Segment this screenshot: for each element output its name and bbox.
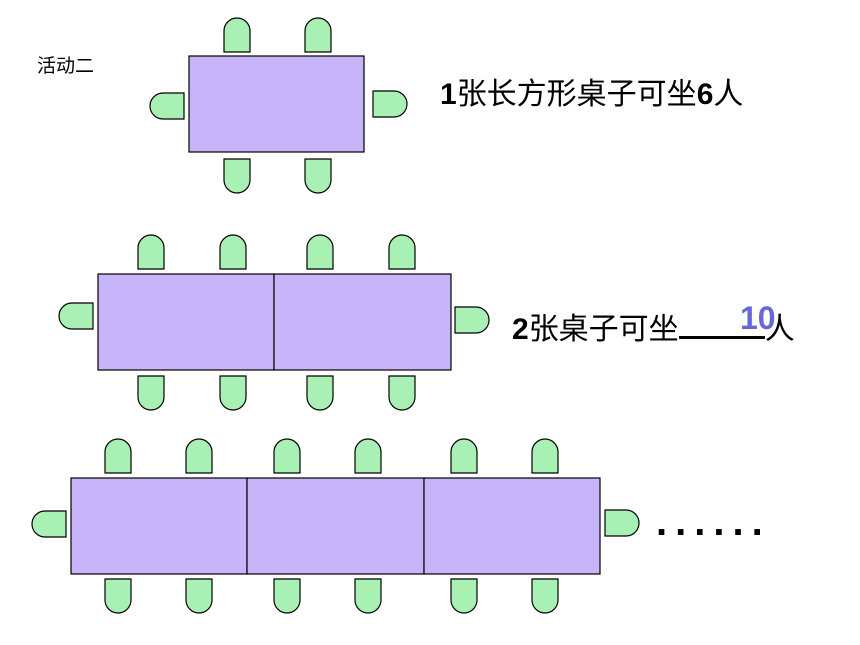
chair-left [31, 510, 67, 538]
chair-down [450, 578, 478, 614]
chair-up [137, 234, 165, 270]
table-row3-b [246, 477, 425, 575]
caption-2-text: 张桌子可坐 [528, 312, 679, 347]
caption-1-number-people: 6 [696, 78, 714, 111]
chair-up [223, 17, 251, 53]
chair-left [58, 302, 94, 330]
chair-down [354, 578, 382, 614]
chair-up [531, 438, 559, 474]
chair-up [450, 438, 478, 474]
table-row2-b [273, 273, 452, 371]
chair-down [185, 578, 213, 614]
chair-down [388, 375, 416, 411]
answer-value: 10 [740, 300, 776, 336]
chair-right [372, 90, 408, 118]
table-row3-c [423, 477, 601, 575]
chair-right [454, 306, 490, 334]
chair-down [306, 375, 334, 411]
chair-down [304, 158, 332, 194]
chair-up [306, 234, 334, 270]
chair-up [354, 438, 382, 474]
chair-down [223, 158, 251, 194]
chair-up [304, 17, 332, 53]
chair-down [219, 375, 247, 411]
chair-left [149, 92, 185, 120]
chair-right [604, 509, 640, 537]
chair-up [104, 438, 132, 474]
activity-label: 活动二 [37, 55, 95, 77]
ellipsis: ...... [656, 500, 771, 544]
caption-2-unit: 人 [764, 312, 795, 347]
caption-two-tables: 2张桌子可坐 人 [512, 310, 795, 345]
caption-1-unit: 人 [713, 77, 744, 112]
chair-up [185, 438, 213, 474]
chair-down [531, 578, 559, 614]
chair-up [388, 234, 416, 270]
caption-one-table: 1张长方形桌子可坐6人 [440, 80, 743, 110]
chair-down [137, 375, 165, 411]
chair-down [273, 578, 301, 614]
caption-1-number-tables: 1 [440, 78, 457, 111]
table-row2-a [97, 273, 275, 371]
chair-up [219, 234, 247, 270]
table-row3-a [70, 477, 248, 575]
answer-blank [678, 310, 765, 339]
caption-2-number-tables: 2 [512, 313, 529, 346]
chair-down [104, 578, 132, 614]
chair-up [273, 438, 301, 474]
table-row1 [188, 55, 365, 153]
caption-1-text: 张长方形桌子可坐 [456, 77, 697, 112]
